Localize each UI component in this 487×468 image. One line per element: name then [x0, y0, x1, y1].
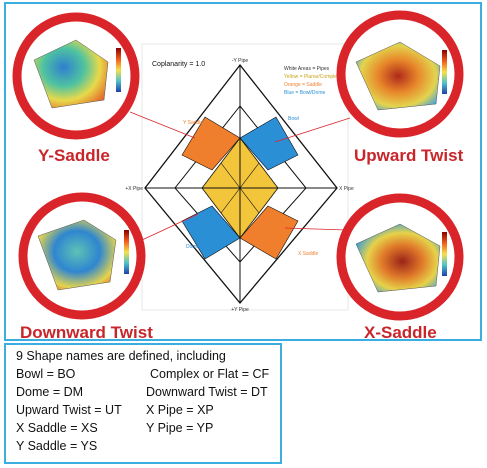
legend-dome: Dome = DM [16, 385, 84, 399]
connector-upward-twist [274, 117, 351, 143]
surface-plot-icon [355, 223, 447, 293]
key-line-4: Blue = Bowl/Dome [284, 90, 325, 96]
surface-plot-icon [355, 41, 447, 111]
axis-label-right: X Pipe [339, 186, 354, 192]
dome-region-label: Dome [186, 244, 200, 250]
surface-plot-icon [37, 219, 129, 291]
key-line-1: White Areas = Pipes [284, 66, 330, 72]
callout-upward-twist [336, 10, 464, 138]
connector-downward-twist [141, 213, 199, 241]
legend-intro: 9 Shape names are defined, including [16, 349, 226, 363]
legend-complex: Complex or Flat = CF [150, 367, 270, 381]
axis-label-left: +X Pipe [125, 186, 143, 192]
color-bar-icon [116, 48, 121, 92]
key-line-2: Yellow = Planar/Complex [284, 74, 340, 80]
surface-plot-icon [33, 39, 121, 109]
coplanarity-label: Coplanarity = 1.0 [152, 61, 205, 68]
axis-label-top: -Y Pipe [232, 58, 249, 64]
axis-label-bottom: +Y Pipe [231, 307, 249, 313]
color-bar-icon [442, 50, 447, 94]
bowl-region [239, 116, 299, 171]
label-y-saddle: Y-Saddle [38, 146, 110, 165]
connector-x-saddle [284, 227, 347, 231]
x-saddle-region-label: X Saddle [298, 251, 319, 257]
legend-box: 9 Shape names are defined, including Bow… [4, 343, 282, 464]
connector-y-saddle [129, 111, 196, 139]
legend-bowl: Bowl = BO [16, 367, 76, 381]
legend-x-pipe: X Pipe = XP [146, 403, 214, 417]
legend-y-saddle: Y Saddle = YS [16, 439, 98, 453]
main-frame [4, 2, 482, 341]
callout-y-saddle [12, 12, 140, 140]
y-saddle-region-label: Y Saddle [183, 120, 203, 126]
label-x-saddle: X-Saddle [364, 323, 437, 342]
callout-downward-twist [18, 192, 146, 320]
legend-y-pipe: Y Pipe = YP [146, 421, 214, 435]
color-bar-icon [442, 232, 447, 276]
legend-downward-twist: Downward Twist = DT [146, 385, 268, 399]
label-upward-twist: Upward Twist [354, 146, 464, 165]
color-bar-icon [124, 230, 129, 274]
bowl-region-label: Bowl [288, 116, 299, 122]
legend-upward-twist: Upward Twist = UT [16, 403, 122, 417]
label-downward-twist: Downward Twist [20, 323, 153, 342]
callout-x-saddle [336, 193, 464, 321]
key-line-3: Orange = Saddle [284, 82, 322, 88]
legend-x-saddle: X Saddle = XS [16, 421, 98, 435]
y-saddle-region [181, 116, 241, 171]
x-saddle-region [239, 205, 299, 260]
